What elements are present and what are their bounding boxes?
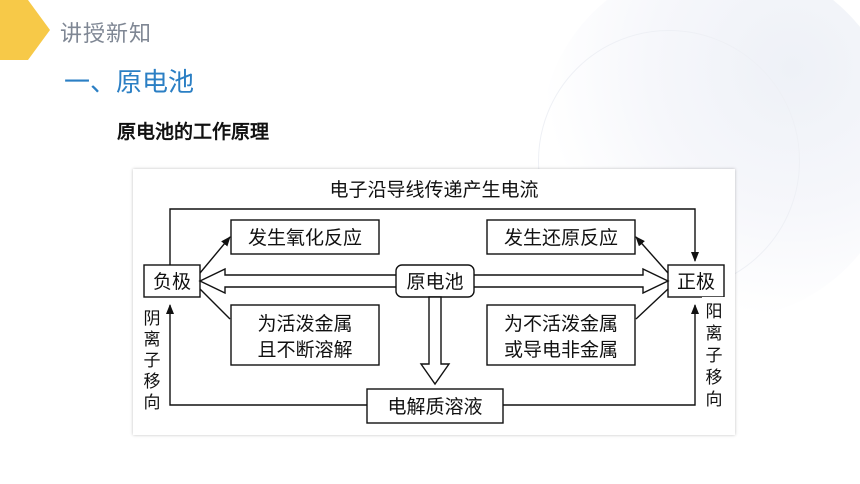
electron-wire <box>169 208 699 266</box>
positive-to-reaction-arrow <box>635 236 669 274</box>
cation-migration-label: 阳 离 子 移 向 <box>702 297 726 419</box>
positive-material-line2: 或导电非金属 <box>504 339 618 361</box>
positive-reaction-box <box>486 219 636 255</box>
cation-char: 移 <box>706 368 723 388</box>
anion-char: 向 <box>144 393 161 413</box>
anion-migration-label: 阴 离 子 移 向 <box>141 307 163 413</box>
center-label: 原电池 <box>406 271 463 293</box>
negative-material-box <box>230 304 380 366</box>
negative-to-reaction-arrow <box>199 236 231 274</box>
cation-char: 向 <box>706 390 723 410</box>
negative-to-material-line <box>199 288 231 320</box>
cation-char: 子 <box>706 346 723 366</box>
electrolyte-box <box>366 388 504 424</box>
electrolyte-label: 电解质溶液 <box>387 396 482 418</box>
cation-char: 离 <box>706 324 723 344</box>
positive-material-box <box>486 304 636 366</box>
anion-migration-line <box>166 304 367 406</box>
sub-heading: 原电池的工作原理 <box>117 121 270 143</box>
negative-electrode-label: 负极 <box>153 271 191 293</box>
down-hollow-arrow <box>419 296 451 386</box>
positive-to-material-line <box>635 288 669 320</box>
diagram-canvas: 电子沿导线传递产生电流 负极 正极 原电池 发生氧化反应 发生还原反应 为活泼金… <box>141 179 726 424</box>
anion-char: 子 <box>144 351 161 371</box>
negative-reaction-box <box>230 219 380 255</box>
negative-electrode-box <box>143 264 201 298</box>
anion-char: 移 <box>144 372 161 392</box>
section-heading: 一、原电池 <box>64 68 195 98</box>
positive-material-line1: 为不活泼金属 <box>504 313 618 335</box>
cation-char: 阳 <box>706 302 723 322</box>
electron-flow-label: 电子沿导线传递产生电流 <box>329 179 538 201</box>
center-double-arrow <box>198 267 399 295</box>
cation-migration-line <box>503 304 699 406</box>
chevron-icon <box>0 0 50 60</box>
negative-material-line1: 为活泼金属 <box>257 313 352 335</box>
positive-reaction-label: 发生还原反应 <box>504 227 618 249</box>
center-double-arrow-right <box>470 267 670 295</box>
negative-reaction-label: 发生氧化反应 <box>248 227 362 249</box>
section-tag: 讲授新知 <box>60 22 153 47</box>
anion-char: 阴 <box>144 309 161 329</box>
negative-material-line2: 且不断溶解 <box>257 339 352 361</box>
anion-char: 离 <box>144 330 161 350</box>
galvanic-cell-diagram: 电子沿导线传递产生电流 负极 正极 原电池 发生氧化反应 发生还原反应 为活泼金… <box>133 169 735 435</box>
positive-electrode-label: 正极 <box>677 271 715 293</box>
